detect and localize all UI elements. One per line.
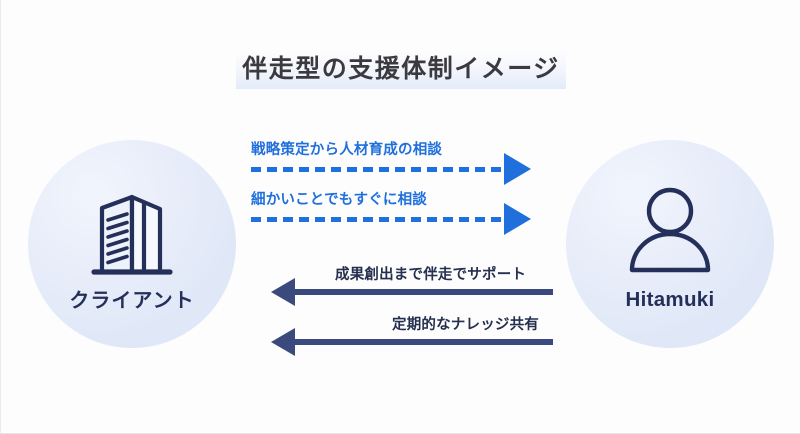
- node-hitamuki: Hitamuki: [566, 140, 774, 348]
- person-icon: [618, 177, 722, 286]
- arrow-flow-3-line: [295, 289, 553, 295]
- arrow-flow-3-head-icon: [271, 278, 295, 306]
- arrow-flow-1-head-icon: [504, 153, 531, 185]
- arrow-flow-2-label: 細かいことでもすぐに相談: [251, 192, 427, 208]
- node-client-label: クライアント: [69, 289, 195, 312]
- arrow-flow-4-line: [295, 339, 553, 345]
- node-hitamuki-label: Hitamuki: [625, 288, 715, 312]
- page-title: 伴走型の支援体制イメージ: [236, 52, 566, 90]
- node-client: クライアント: [28, 140, 236, 348]
- arrow-flow-3-label: 成果創出まで伴走でサポート: [335, 267, 527, 283]
- arrow-flow-4-head-icon: [271, 328, 295, 356]
- arrow-flow-4-label: 定期的なナレッジ共有: [392, 317, 539, 333]
- arrow-flow-2-line: [251, 217, 505, 222]
- office-building-icon: [80, 178, 184, 287]
- page-title-container: 伴走型の支援体制イメージ: [1, 52, 800, 90]
- arrow-flow-1-label: 戦略策定から人材育成の相談: [251, 142, 443, 158]
- arrow-flow-2-head-icon: [504, 203, 531, 235]
- arrow-flow-1-line: [251, 167, 505, 172]
